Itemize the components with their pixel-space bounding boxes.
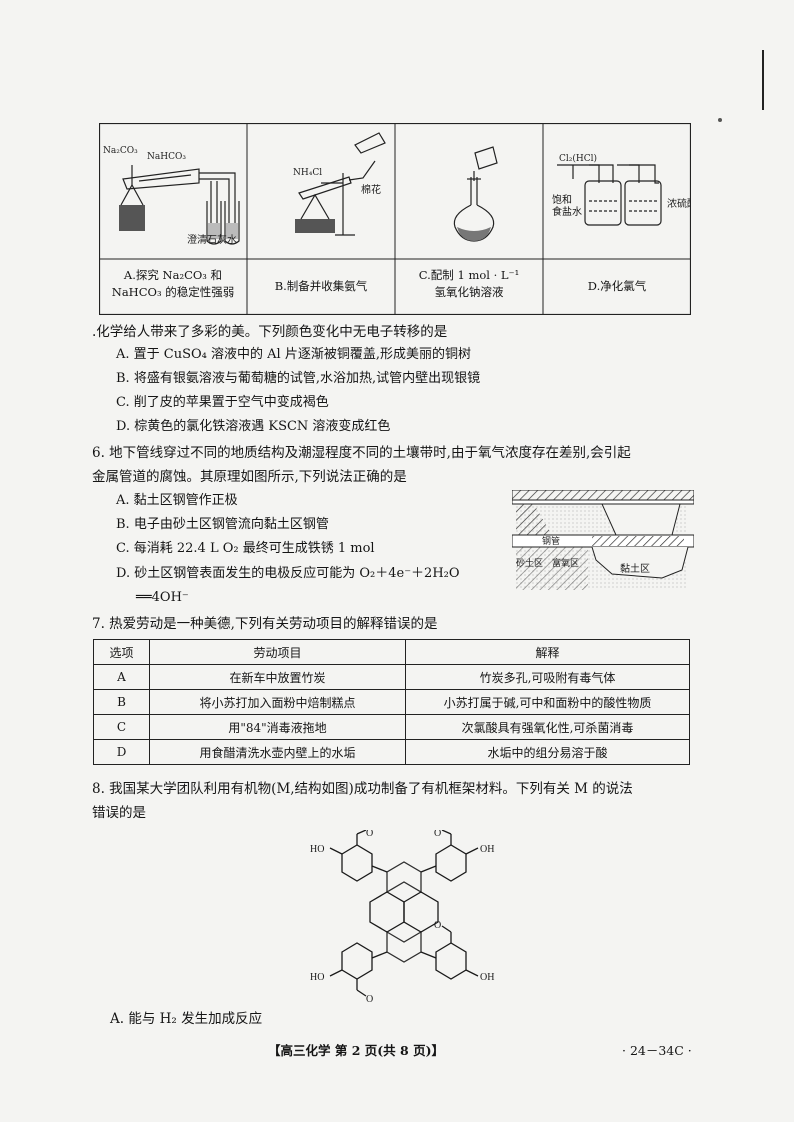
row-c-explain: 次氯酸具有强氧化性,可杀菌消毒 (405, 714, 690, 740)
apparatus-c-drawing (453, 146, 498, 242)
apparatus-a-drawing (119, 165, 240, 245)
row-b-task: 将小苏打加入面粉中焙制糕点 (149, 689, 406, 715)
row-d-task: 用食醋清洗水壶内壁上的水垢 (149, 739, 406, 765)
caption-c: C.配制 1 mol · L⁻¹ 氢氧化钠溶液 (418, 268, 520, 299)
label-limewater: 澄清石灰水 (187, 233, 237, 246)
q5-stem: .化学给人带来了多彩的美。下列颜色变化中无电子转移的是 (92, 324, 448, 340)
label-cotton: 棉花 (361, 183, 381, 196)
page-footer: 【高三化学 第 2 页(共 8 页)】 (268, 1043, 444, 1058)
table-row: C 用"84"消毒液拖地 次氯酸具有强氧化性,可杀菌消毒 (93, 714, 690, 740)
label-oh-tr: OH (480, 844, 494, 855)
label-pipe: 钢管 (542, 535, 560, 547)
q8-stem-line2: 错误的是 (92, 805, 146, 821)
row-d-key: D (93, 739, 150, 765)
row-a-task: 在新车中放置竹炭 (149, 664, 406, 690)
label-o-tr: O (434, 830, 441, 839)
row-c-task: 用"84"消毒液拖地 (149, 714, 406, 740)
label-conc-acid: 浓硫酸 (667, 197, 691, 210)
label-sand-zone: 砂土区 (516, 557, 543, 569)
apparatus-d-drawing (557, 164, 662, 226)
caption-b: B.制备并收集氨气 (274, 279, 368, 293)
label-o-br: O (434, 920, 441, 931)
corrosion-figure: 钢管 砂土区 富氧区 黏土区 (512, 490, 694, 590)
caption-a: A.探究 Na₂CO₃ 和 NaHCO₃ 的稳定性强弱 (111, 268, 235, 299)
q5-option-a: A. 置于 CuSO₄ 溶液中的 Al 片逐渐被铜覆盖,形成美丽的铜树 (116, 347, 471, 362)
label-clay-zone: 黏土区 (620, 562, 650, 575)
table-row: A 在新车中放置竹炭 竹炭多孔,可吸附有毒气体 (93, 664, 690, 690)
header-option: 选项 (93, 639, 150, 665)
margin-mark (762, 50, 764, 110)
q6-option-b: B. 电子由砂土区钢管流向黏土区钢管 (116, 517, 329, 532)
label-na2co3: Na₂CO₃ (103, 146, 138, 156)
q6-stem-line1: 6. 地下管线穿过不同的地质结构及潮湿程度不同的土壤带时,由于氧气浓度存在差别,… (92, 445, 631, 461)
scan-dot (718, 118, 722, 122)
caption-d: D.净化氯气 (587, 279, 647, 293)
q5-option-c: C. 削了皮的苹果置于空气中变成褐色 (116, 395, 329, 410)
row-a-key: A (93, 664, 150, 690)
row-b-explain: 小苏打属于碱,可中和面粉中的酸性物质 (405, 689, 690, 715)
label-ho-bl: HO (310, 972, 324, 983)
molecule-m-structure: HO OH HO OH O O O O (310, 830, 494, 1002)
row-a-explain: 竹炭多孔,可吸附有毒气体 (405, 664, 690, 690)
apparatus-b-drawing (295, 132, 386, 236)
q5-option-d: D. 棕黄色的氯化铁溶液遇 KSCN 溶液变成红色 (116, 419, 391, 434)
label-oxygen-zone: 富氧区 (552, 557, 579, 569)
q7-table: 选项 劳动项目 解释 A 在新车中放置竹炭 竹炭多孔,可吸附有毒气体 B 将小苏… (93, 639, 690, 765)
apparatus-table: Na₂CO₃ NaHCO₃ 澄清石灰水 NH₄Cl 棉花 (99, 123, 691, 315)
label-o-bl: O (366, 994, 373, 1002)
label-o-tl: O (366, 830, 373, 839)
table-header-row: 选项 劳动项目 解释 (93, 639, 690, 665)
q8-option-a: A. 能与 H₂ 发生加成反应 (110, 1011, 263, 1027)
page-code: · 24－34C · (622, 1043, 692, 1058)
row-c-key: C (93, 714, 150, 740)
q7-stem: 7. 热爱劳动是一种美德,下列有关劳动项目的解释错误的是 (92, 616, 438, 632)
header-task: 劳动项目 (149, 639, 406, 665)
table-row: B 将小苏打加入面粉中焙制糕点 小苏打属于碱,可中和面粉中的酸性物质 (93, 689, 690, 715)
label-oh-br: OH (480, 972, 494, 983)
label-nh4cl: NH₄Cl (293, 168, 322, 178)
q6-option-a: A. 黏土区钢管作正极 (116, 493, 238, 508)
table-row: D 用食醋清洗水壶内壁上的水垢 水垢中的组分易溶于酸 (93, 739, 690, 765)
q6-option-d-cont: ══4OH⁻ (136, 590, 189, 605)
header-explain: 解释 (405, 639, 690, 665)
label-nahco3: NaHCO₃ (147, 152, 186, 162)
label-cl2hcl: Cl₂(HCl) (559, 153, 597, 164)
q8-stem-line1: 8. 我国某大学团队利用有机物(M,结构如图)成功制备了有机框架材料。下列有关 … (92, 781, 633, 797)
q6-option-c: C. 每消耗 22.4 L O₂ 最终可生成铁锈 1 mol (116, 541, 375, 556)
row-b-key: B (93, 689, 150, 715)
label-brine: 饱和 食盐水 (552, 195, 582, 218)
row-d-explain: 水垢中的组分易溶于酸 (405, 739, 690, 765)
q6-stem-line2: 金属管道的腐蚀。其原理如图所示,下列说法正确的是 (92, 469, 407, 485)
apparatus-figure: Na₂CO₃ NaHCO₃ 澄清石灰水 NH₄Cl 棉花 (99, 123, 691, 315)
q6-option-d: D. 砂土区钢管表面发生的电极反应可能为 O₂＋4e⁻＋2H₂O (116, 566, 460, 581)
label-ho-tl: HO (310, 844, 324, 855)
q5-option-b: B. 将盛有银氨溶液与葡萄糖的试管,水浴加热,试管内壁出现银镜 (116, 371, 481, 386)
